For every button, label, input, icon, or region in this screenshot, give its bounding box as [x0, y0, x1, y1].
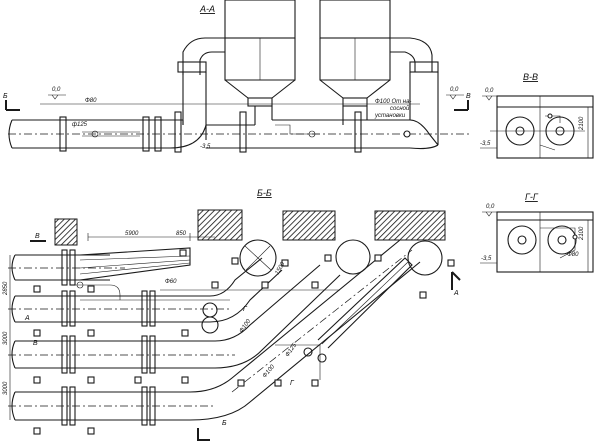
- level-bottom-aa: -3,5: [200, 144, 211, 150]
- pipe-ot-aa: Ф100 От на-: [375, 99, 411, 105]
- wall-1: [54, 218, 78, 246]
- cut-v-mark: В: [466, 93, 471, 100]
- cut-b2-mark-bb: Б: [222, 420, 227, 427]
- wall-2: [197, 209, 243, 241]
- pipe-f80-aa: Ф80: [85, 98, 97, 104]
- duct-round-3: [407, 240, 443, 276]
- pipe-f60-bb: Ф60: [165, 279, 177, 285]
- dim-2850: 2850: [3, 281, 9, 296]
- diagonal-pipes: [189, 239, 421, 421]
- hopper-left: [224, 0, 296, 107]
- pipe-ot3-aa: установки: [374, 113, 406, 119]
- cut-v-mark-bb: В: [33, 340, 38, 347]
- valve-f125-aa: ф125: [72, 122, 88, 128]
- wall-3: [282, 210, 336, 241]
- wall-4: [374, 210, 446, 241]
- pipe-f100-bb-2: Ф100: [262, 364, 277, 380]
- view-aa-title: А-А: [199, 4, 215, 14]
- dim-850: 850: [176, 231, 187, 237]
- sign-a-bb: А: [453, 290, 459, 297]
- level-bottom-gg: -3,5: [481, 256, 492, 262]
- view-vv: В-В 2100 0,0 -3,5: [480, 72, 594, 159]
- pipe-f125-bb: Ф125: [285, 342, 299, 358]
- view-gg: Г-Г Ф80 2100 0,0 -3,5: [480, 192, 594, 273]
- support-marks: [33, 249, 455, 435]
- dim-vv: 2100: [579, 116, 585, 131]
- cut-g-mark-bb-2: Г: [243, 306, 248, 313]
- view-gg-title: Г-Г: [525, 192, 539, 202]
- upper-duct-left: [182, 37, 225, 75]
- cut-g-mark-bb: Г: [290, 380, 295, 387]
- view-bb-title: Б-Б: [257, 188, 272, 198]
- view-aa: А-А: [3, 0, 471, 153]
- dim-gg: 2100: [579, 226, 585, 241]
- hopper-right: [319, 0, 391, 107]
- level-bottom-vv: -3,5: [480, 141, 491, 147]
- dim-3000: 3000: [3, 331, 9, 345]
- view-vv-title: В-В: [523, 72, 538, 82]
- duct-round-1: [239, 239, 277, 277]
- flanges: [61, 249, 156, 426]
- cut-a-mark-bb: А: [24, 315, 30, 322]
- pipe-rows: [8, 254, 235, 421]
- view-bb: Б-Б: [3, 188, 461, 441]
- dim-3000b: 3000: [3, 381, 9, 395]
- level-top-vv: 0,0: [485, 88, 494, 94]
- cone-lower: [317, 257, 413, 349]
- cut-b-mark: Б: [3, 93, 8, 100]
- upper-duct-right: [390, 37, 433, 72]
- dim-5900: 5900: [125, 231, 139, 237]
- cone-upper: [79, 247, 191, 281]
- pipe-f80-gg: Ф80: [567, 252, 579, 258]
- level-top-aa-right: 0,0: [450, 87, 459, 93]
- cut-b-mark-bb: В: [35, 233, 40, 240]
- level-top-gg: 0,0: [486, 204, 495, 210]
- pipe-f100-bb: Ф100: [239, 318, 253, 334]
- main-pipe-aa: [8, 105, 439, 153]
- duct-round-2: [335, 239, 371, 275]
- pipe-ot2-aa: сосной: [390, 105, 410, 112]
- level-top-aa: 0,0: [52, 87, 61, 93]
